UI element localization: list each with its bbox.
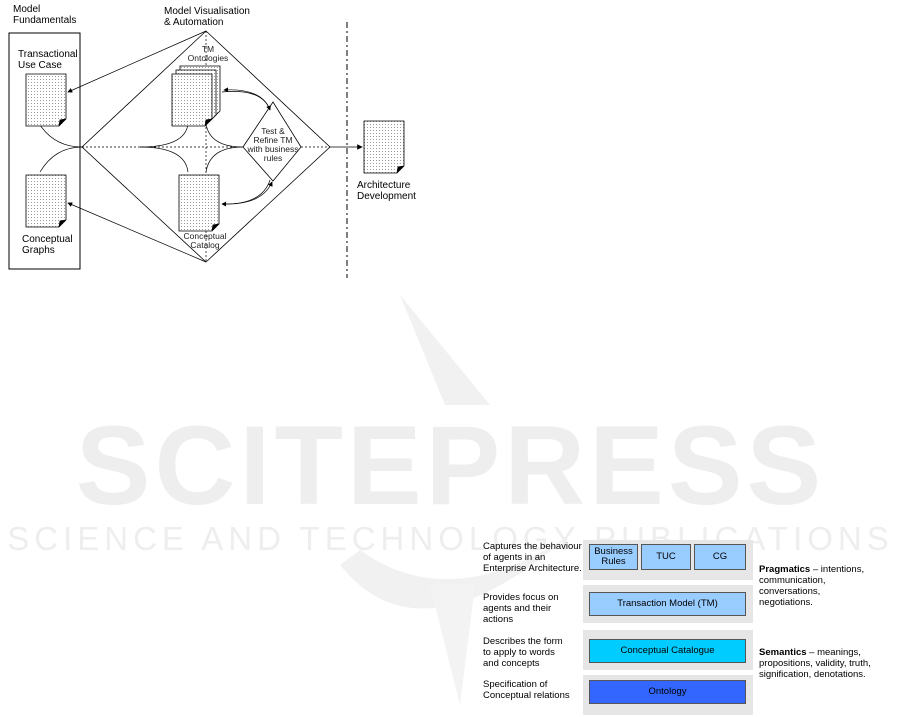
- block-conceptual-catalogue: Conceptual Catalogue: [589, 639, 746, 663]
- fundamentals-frame: [8, 32, 81, 270]
- document-stack-icon-tm: [171, 65, 221, 127]
- test-node-diamond: [242, 101, 302, 182]
- label-tm-ontologies: TM Ontologies: [187, 44, 229, 63]
- watermark-subtitle: SCIENCE AND TECHNOLOGY PUBLICATIONS: [7, 520, 894, 557]
- title-model-visualisation: Model Visualisation & Automation: [164, 6, 250, 28]
- label-conceptual-graphs: Conceptual Graphs: [22, 234, 73, 256]
- block-business-rules: Business Rules: [589, 544, 638, 570]
- process-diagram: [8, 22, 405, 278]
- title-model-fundamentals: Model Fundamentals: [13, 4, 77, 26]
- document-icon-cg: [25, 174, 67, 228]
- side-note-semantics: Semantics – meanings, propositions, vali…: [759, 647, 871, 680]
- label-transactional-use-case: Transactional Use Case: [18, 49, 78, 71]
- block-cg: CG: [694, 544, 746, 570]
- document-icon-tuc: [25, 73, 67, 127]
- layer-description-relations: Specification of Conceptual relations: [483, 679, 570, 701]
- side-note-pragmatics: Pragmatics – intentions, communication, …: [759, 564, 865, 608]
- block-ontology: Ontology: [589, 680, 746, 704]
- layer-description-behaviour: Captures the behaviour of agents in an E…: [483, 541, 582, 574]
- layer-description-form: Describes the form to apply to words and…: [483, 636, 563, 669]
- label-conceptual-catalog: Conceptual Catalog: [183, 231, 227, 250]
- label-test-refine: Test & Refine TM with business rules: [247, 126, 299, 163]
- block-tuc: TUC: [641, 544, 691, 570]
- document-icon-catalog: [178, 174, 220, 232]
- block-transaction-model: Transaction Model (TM): [589, 592, 746, 616]
- document-icon-architecture: [363, 120, 405, 174]
- label-architecture-development: Architecture Development: [357, 180, 416, 202]
- layer-description-focus: Provides focus on agents and their actio…: [483, 592, 559, 625]
- watermark-logo-text: SCITEPRESS: [75, 403, 826, 528]
